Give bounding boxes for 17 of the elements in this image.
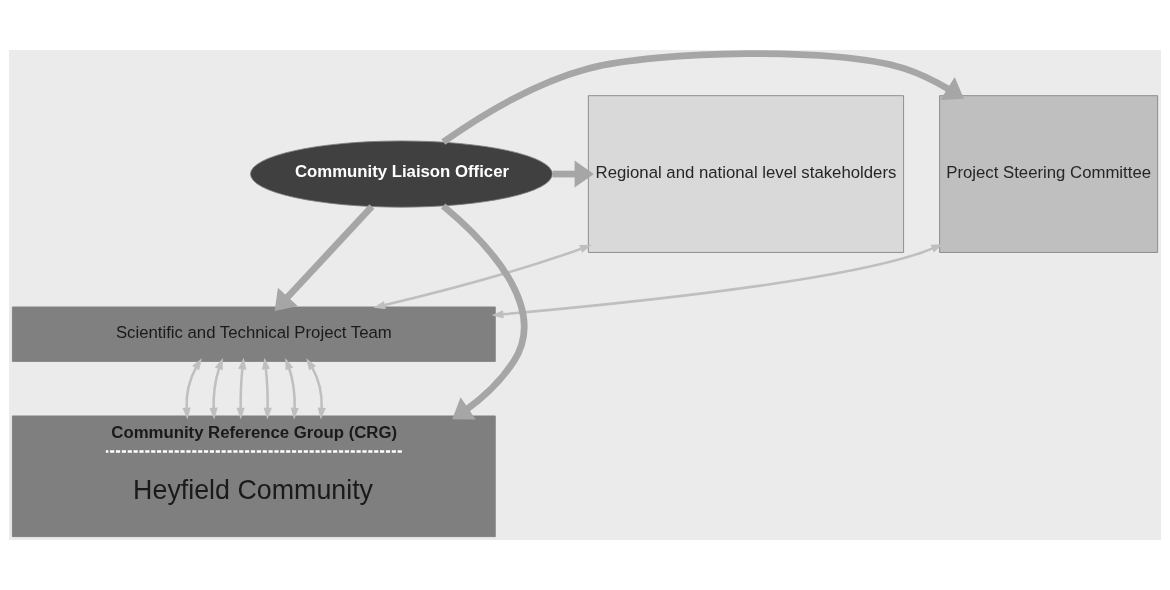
arrow	[182, 358, 202, 420]
arrow	[373, 244, 592, 310]
arrow	[274, 204, 375, 311]
arrow	[552, 160, 594, 188]
node-box: Project Steering Committee	[939, 95, 1158, 253]
node-box: Regional and national level stakeholders	[587, 95, 904, 253]
node-box: Community Reference Group (CRG) Heyfield Community	[12, 415, 496, 538]
arrow	[306, 358, 326, 420]
arrow	[285, 357, 299, 420]
arrow	[261, 357, 272, 420]
arrow	[236, 357, 247, 420]
node-box: Scientific and Technical Project Team	[12, 306, 496, 362]
arrow	[491, 244, 944, 319]
arrow	[441, 203, 528, 420]
node-ellipse: Community Liaison Officer	[250, 140, 553, 208]
arrow	[209, 357, 223, 420]
arrow	[441, 50, 964, 145]
